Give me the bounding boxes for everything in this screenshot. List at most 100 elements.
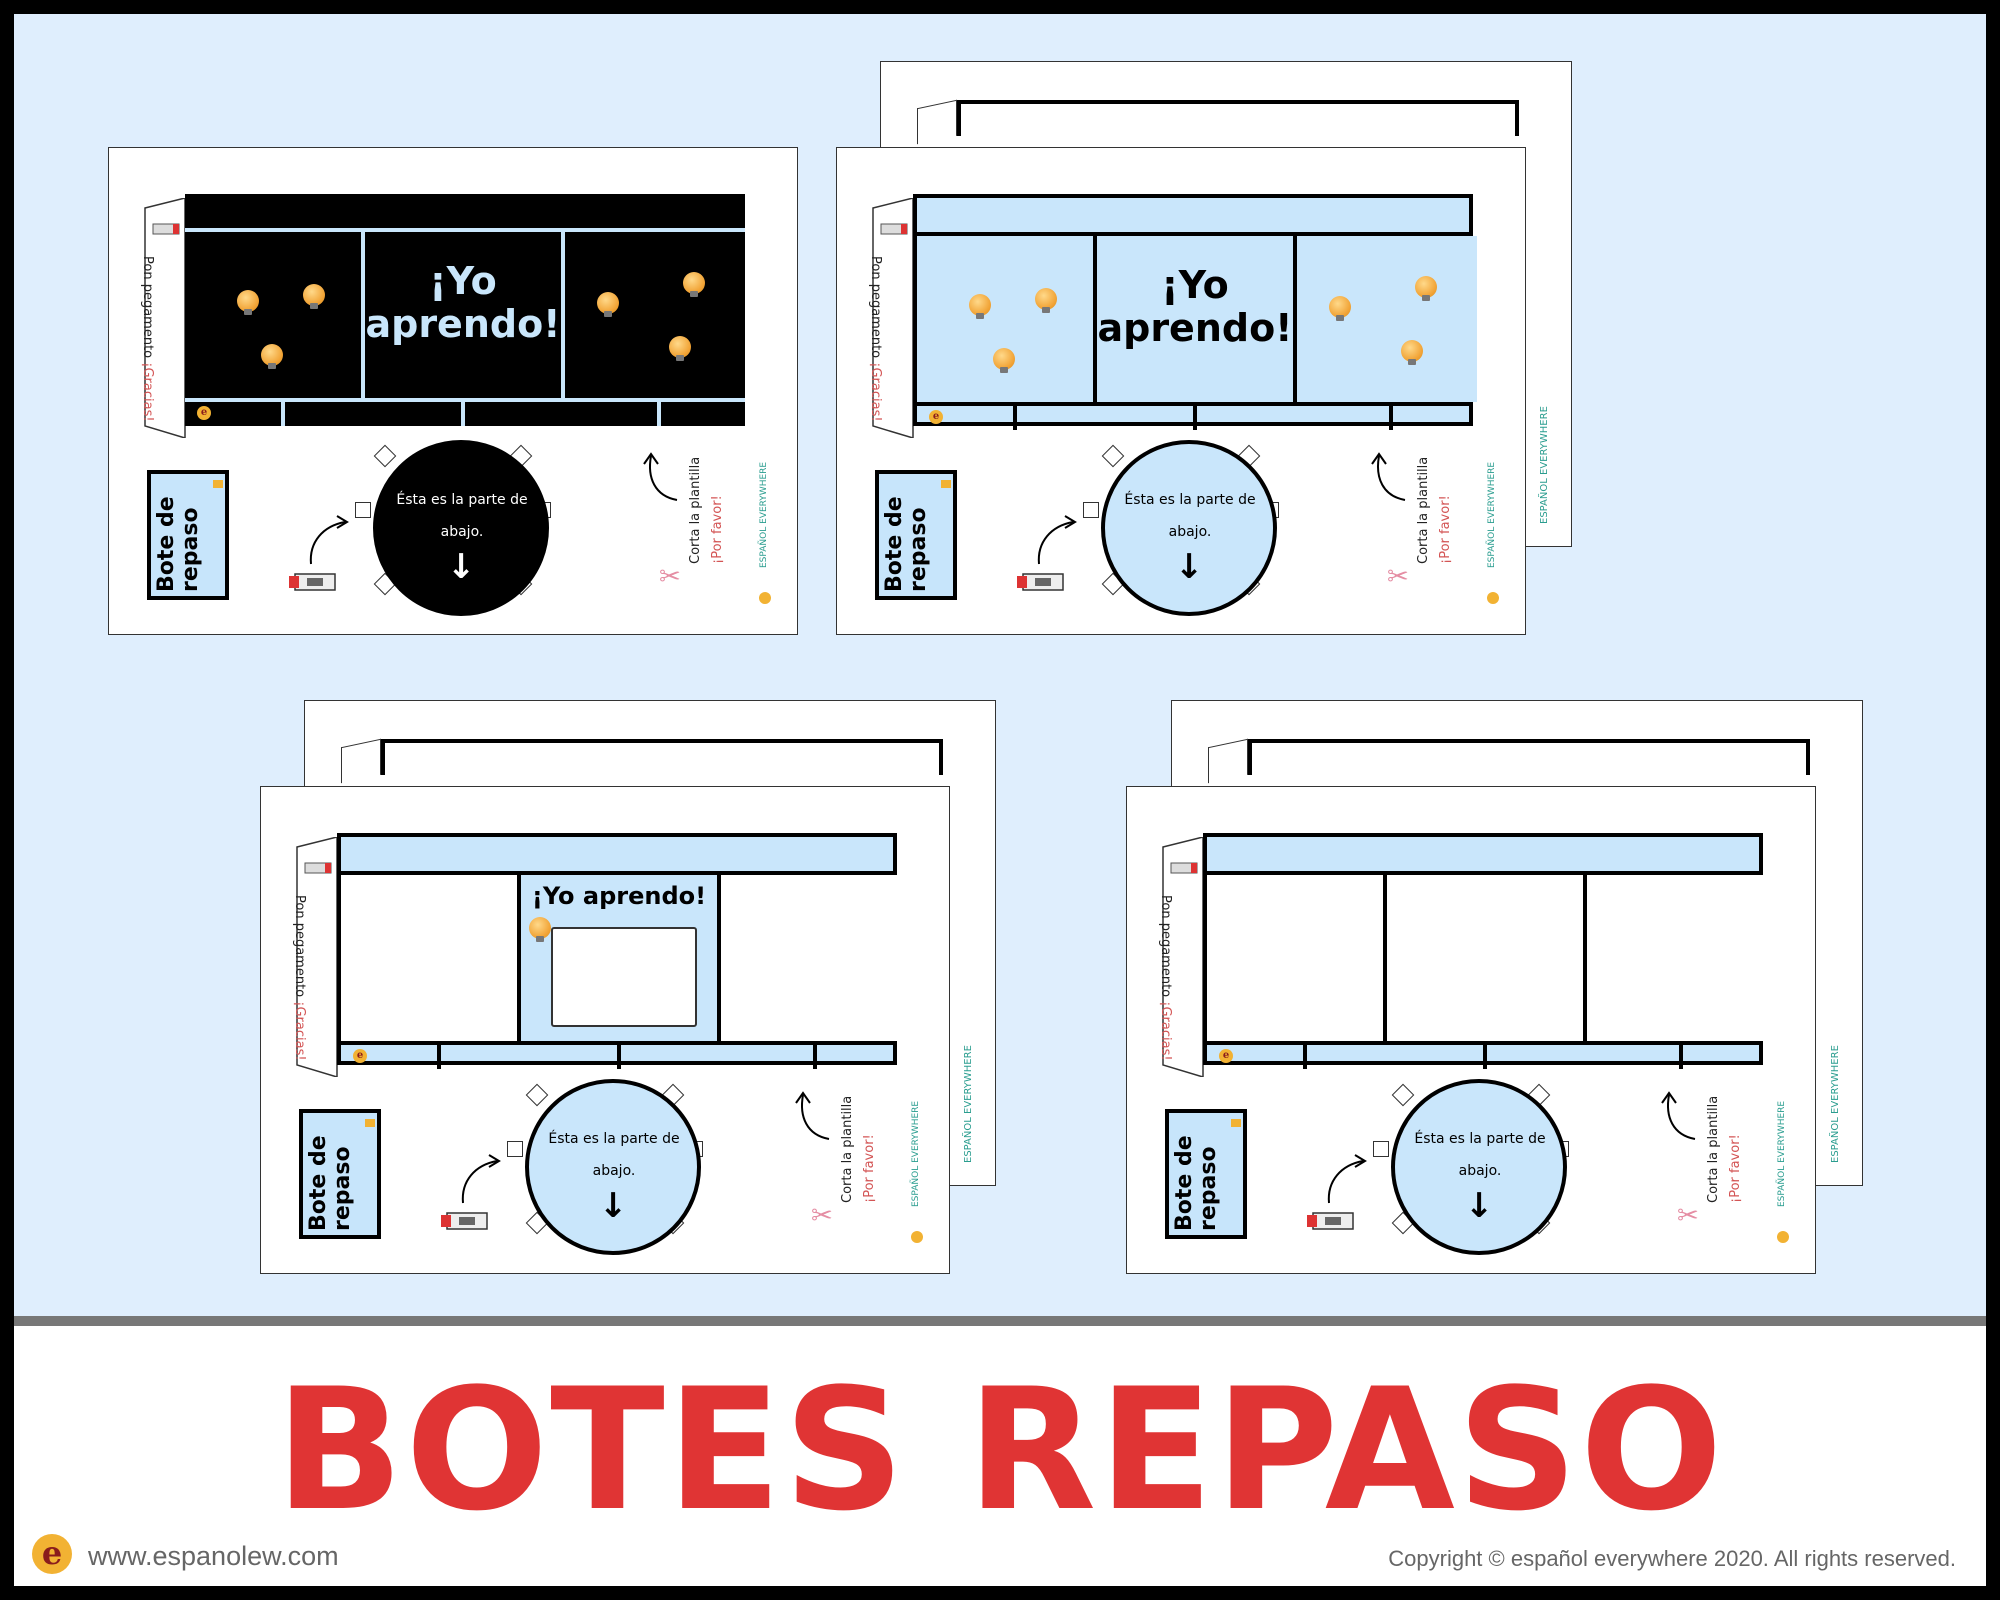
- side-glue-flap: [143, 198, 187, 438]
- lightbulb-icon: [1329, 296, 1351, 321]
- curved-arrow-icon: [641, 448, 681, 506]
- back-sheet-flap: [1208, 738, 1248, 784]
- brand-logo-icon: [1487, 592, 1499, 604]
- band-panel: [1207, 875, 1383, 1041]
- glue-stick-icon: [1305, 1211, 1355, 1231]
- band-panel: ¡Yo aprendo!: [361, 232, 561, 398]
- brand-logo-icon: [1777, 1231, 1789, 1243]
- bottom-segment: [1013, 406, 1193, 430]
- glue-instruction-text: Pon pegamento: [868, 256, 883, 363]
- band-bottom-strip: e: [917, 402, 1469, 430]
- lid-tab: [1391, 1083, 1415, 1107]
- lightbulb-icon: [529, 917, 551, 942]
- lightbulb-icon: [1401, 340, 1423, 365]
- cut-instruction: Corta la plantilla ¡Por favor!: [1413, 434, 1457, 564]
- lid-text: Ésta es la parte de abajo.: [1124, 492, 1256, 540]
- lid-tab: [355, 502, 371, 518]
- lid-text: Ésta es la parte de abajo.: [1414, 1131, 1546, 1179]
- wrap-band: e: [1203, 833, 1767, 1069]
- lid-tab: [373, 444, 397, 468]
- glue-instruction-text: Pon pegamento: [140, 256, 155, 363]
- lightbulb-icon: [1415, 276, 1437, 301]
- panel-title: ¡Yo aprendo!: [531, 882, 707, 910]
- lid-tab: [1083, 502, 1099, 518]
- bottom-segment: [1679, 1045, 1767, 1069]
- thanks-text: ¡Gracias!: [292, 1001, 307, 1061]
- cut-instruction: Corta la plantilla¡Por favor!: [685, 434, 729, 564]
- lightbulb-icon: [1035, 288, 1057, 313]
- thanks-text: ¡Gracias!: [140, 362, 155, 422]
- bottom-segment: [1389, 406, 1477, 430]
- arrow-down-icon: ↓: [1174, 547, 1204, 587]
- cut-instruction-text: Corta la plantilla: [688, 456, 703, 564]
- back-sheet-flap: [341, 738, 381, 784]
- curved-arrow-icon: [1369, 448, 1409, 506]
- band-top-strip: [341, 837, 893, 875]
- label-box: Bote de repaso: [147, 470, 229, 600]
- label-mark: [941, 480, 951, 488]
- glue-instruction: Pon pegamento ¡Gracias!: [287, 895, 307, 1061]
- panel-title: ¡Yo aprendo!: [1097, 263, 1293, 350]
- brand-logo-icon: e: [353, 1049, 367, 1063]
- website-link[interactable]: www.espanolew.com: [88, 1541, 339, 1571]
- glue-stick-icon: [439, 1211, 489, 1231]
- main-title: BOTES REPASO: [275, 1352, 1725, 1548]
- band-top-strip: [1207, 837, 1759, 875]
- glue-instruction: Pon pegamento ¡Gracias!: [863, 256, 883, 422]
- curved-arrow-icon: [793, 1087, 833, 1145]
- side-glue-flap: [871, 198, 915, 438]
- back-sheet-frame: [1248, 739, 1810, 775]
- band-panel: [1293, 236, 1477, 402]
- please-text: ¡Por favor!: [1438, 495, 1453, 564]
- glue-instruction: Pon pegamento ¡Gracias!: [1153, 895, 1173, 1061]
- bottom-segment: [1483, 1045, 1679, 1069]
- lid-tab: [507, 1141, 523, 1157]
- preview-area: ESPAÑOL EVERYWHERE ESPAÑOL EVERYWHERE ES…: [14, 14, 1986, 1316]
- band-panel: [185, 232, 361, 398]
- logo: e: [32, 1534, 72, 1574]
- scissors-icon: ✂: [659, 562, 681, 592]
- label-text: Bote de repaso: [306, 1135, 355, 1231]
- lid-circle: Ésta es la parte de abajo. ↓: [373, 440, 549, 616]
- bottom-segment: [437, 1045, 617, 1069]
- lightbulb-icon: [303, 284, 325, 309]
- label-text: Bote de repaso: [1172, 1135, 1221, 1231]
- scissors-icon: ✂: [1387, 562, 1409, 592]
- label-text: Bote de repaso: [882, 496, 931, 592]
- bottom-segment: [1303, 1045, 1483, 1069]
- lid-circle: Ésta es la parte de abajo. ↓: [1101, 440, 1277, 616]
- lid-circle: Ésta es la parte de abajo.↓: [1391, 1079, 1567, 1255]
- arrow-down-icon: ↓: [598, 1186, 628, 1226]
- cut-instruction-text: Corta la plantilla: [1416, 456, 1431, 564]
- brand-logo-icon: [759, 592, 771, 604]
- brand-logo-icon: e: [197, 406, 211, 420]
- curved-arrow-icon: [1033, 514, 1083, 570]
- bottom-segment: [657, 402, 745, 426]
- label-text: Bote de repaso: [154, 496, 203, 592]
- please-text: ¡Por favor!: [862, 1134, 877, 1203]
- label-mark: [213, 480, 223, 488]
- brand-text: ESPAÑOL EVERYWHERE: [759, 461, 769, 568]
- lid-tab: [1373, 1141, 1389, 1157]
- back-sheet-flap: [917, 99, 957, 145]
- lid-text: Ésta es la parte de abajo.: [396, 492, 528, 540]
- curved-arrow-icon: [1323, 1153, 1373, 1209]
- lightbulb-icon: [261, 344, 283, 369]
- glue-instruction: Pon pegamento ¡Gracias!: [135, 256, 155, 422]
- back-brand-text: ESPAÑOL EVERYWHERE: [1830, 1045, 1841, 1163]
- band-panel: [717, 875, 901, 1041]
- bottom-segment: [461, 402, 657, 426]
- lid-tab: [1101, 444, 1125, 468]
- lightbulb-icon: [993, 348, 1015, 373]
- thanks-text: ¡Gracias!: [1158, 1001, 1173, 1061]
- band-panel: [1383, 875, 1583, 1041]
- photo-frame: [551, 927, 697, 1027]
- copyright-text: Copyright © español everywhere 2020. All…: [1388, 1546, 1956, 1571]
- back-sheet-frame: [381, 739, 943, 775]
- label-mark: [365, 1119, 375, 1127]
- lid-circle: Ésta es la parte de abajo.↓: [525, 1079, 701, 1255]
- band-panel: ¡Yo aprendo!: [517, 875, 717, 1041]
- arrow-down-icon: ↓: [446, 547, 476, 587]
- thanks-text: ¡Gracias!: [868, 362, 883, 422]
